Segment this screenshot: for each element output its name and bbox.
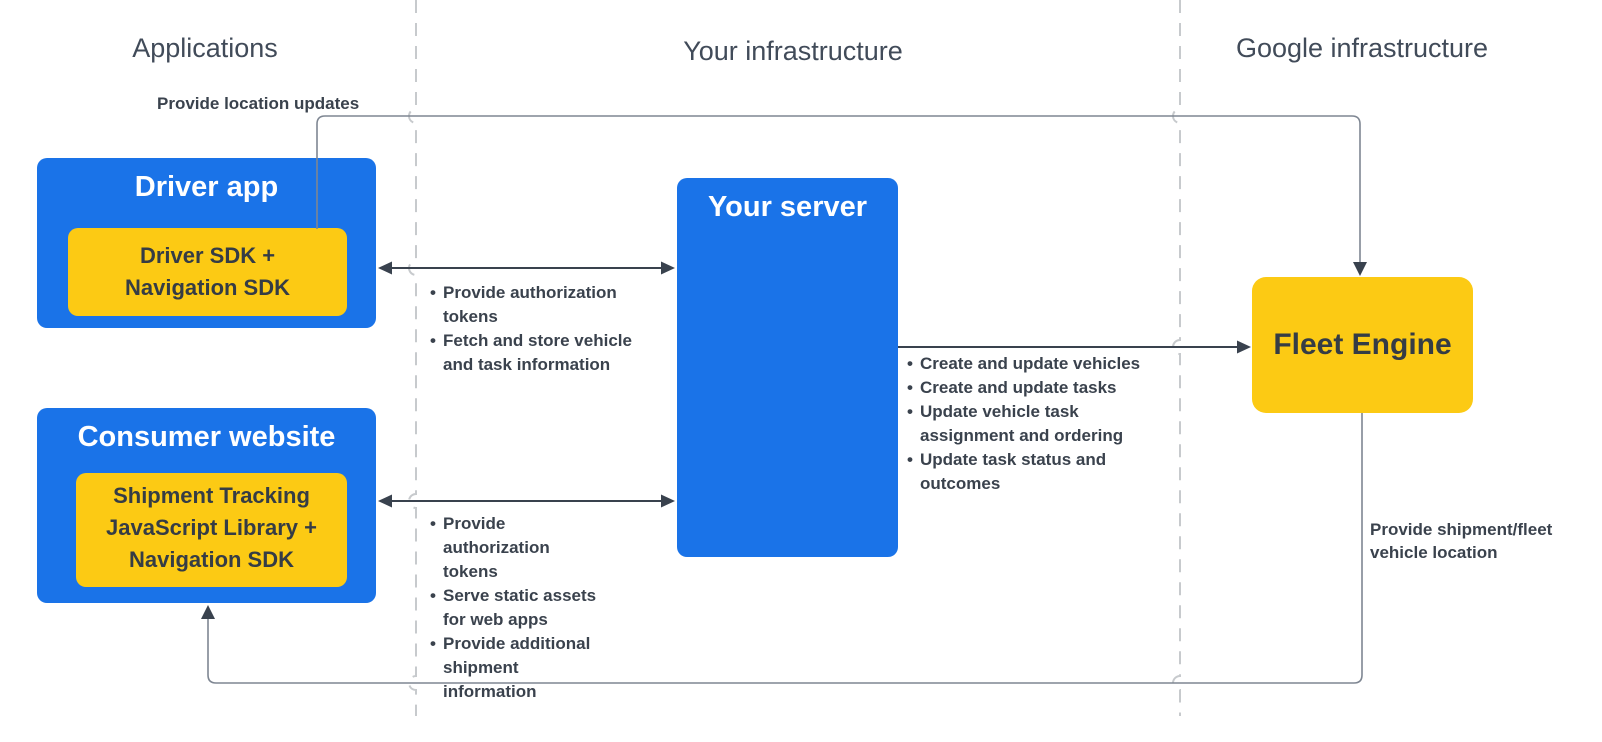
consumer-website-title: Consumer website xyxy=(77,421,336,453)
arrowhead-into-server-left-upper xyxy=(661,261,675,275)
column-header-applications: Applications xyxy=(132,33,278,63)
list-item: Create and update tasks xyxy=(905,376,1147,400)
consumer-website-node: Consumer website Shipment Tracking JavaS… xyxy=(37,408,376,603)
driver-app-title: Driver app xyxy=(134,171,279,203)
server-to-fleet-bullet-list: Create and update vehicles Create and up… xyxy=(905,352,1147,496)
list-item: Update vehicle task assignment and order… xyxy=(905,400,1147,448)
driver-sdk-line-1: Driver SDK + xyxy=(139,243,276,268)
fleet-engine-node: Fleet Engine xyxy=(1252,277,1473,413)
list-item: Create and update vehicles xyxy=(905,352,1147,376)
your-server-node: Your server xyxy=(677,178,898,557)
arrowhead-into-consumer-website xyxy=(378,494,392,508)
dashed-divider-right xyxy=(1172,0,1181,716)
list-item: Fetch and store vehicle and task informa… xyxy=(428,329,633,377)
arrowhead-into-fleet-left xyxy=(1237,340,1251,354)
driver-app-node: Driver app Driver SDK + Navigation SDK xyxy=(37,158,376,328)
arrowhead-into-server-left-lower xyxy=(661,494,675,508)
label-provide-shipment-line-2: vehicle location xyxy=(1370,543,1498,562)
column-header-google-infrastructure: Google infrastructure xyxy=(1235,33,1489,63)
shipment-tracking-library-box: Shipment Tracking JavaScript Library + N… xyxy=(76,473,347,587)
label-provide-shipment-fleet-vehicle-location: Provide shipment/fleet vehicle location xyxy=(1370,518,1552,564)
list-item: Provide authorization tokens xyxy=(428,512,606,584)
dashed-divider-left xyxy=(408,0,417,716)
list-item: Update task status and outcomes xyxy=(905,448,1147,496)
shipment-tracking-line-2: JavaScript Library + xyxy=(106,515,317,540)
label-provide-shipment-line-1: Provide shipment/fleet xyxy=(1370,520,1553,539)
arrowhead-into-fleet-top xyxy=(1353,262,1367,276)
driver-to-server-bullet-list: Provide authorization tokens Fetch and s… xyxy=(428,281,633,377)
list-item: Provide additional shipment information xyxy=(428,632,606,704)
shipment-tracking-line-1: Shipment Tracking xyxy=(113,483,310,508)
column-header-your-infrastructure: Your infrastructure xyxy=(683,36,903,66)
arrowhead-into-driver-app xyxy=(378,261,392,275)
driver-sdk-line-2: Navigation SDK xyxy=(124,275,291,300)
list-item: Serve static assets for web apps xyxy=(428,584,606,632)
website-to-server-bullet-list: Provide authorization tokens Serve stati… xyxy=(428,512,606,704)
arrowhead-into-website-bottom xyxy=(201,605,215,619)
your-server-title: Your server xyxy=(707,191,868,223)
list-item: Provide authorization tokens xyxy=(428,281,633,329)
driver-sdk-box: Driver SDK + Navigation SDK xyxy=(68,228,347,316)
shipment-tracking-line-3: Navigation SDK xyxy=(128,547,295,572)
fleet-engine-title: Fleet Engine xyxy=(1273,328,1452,361)
label-provide-location-updates: Provide location updates xyxy=(157,94,360,113)
